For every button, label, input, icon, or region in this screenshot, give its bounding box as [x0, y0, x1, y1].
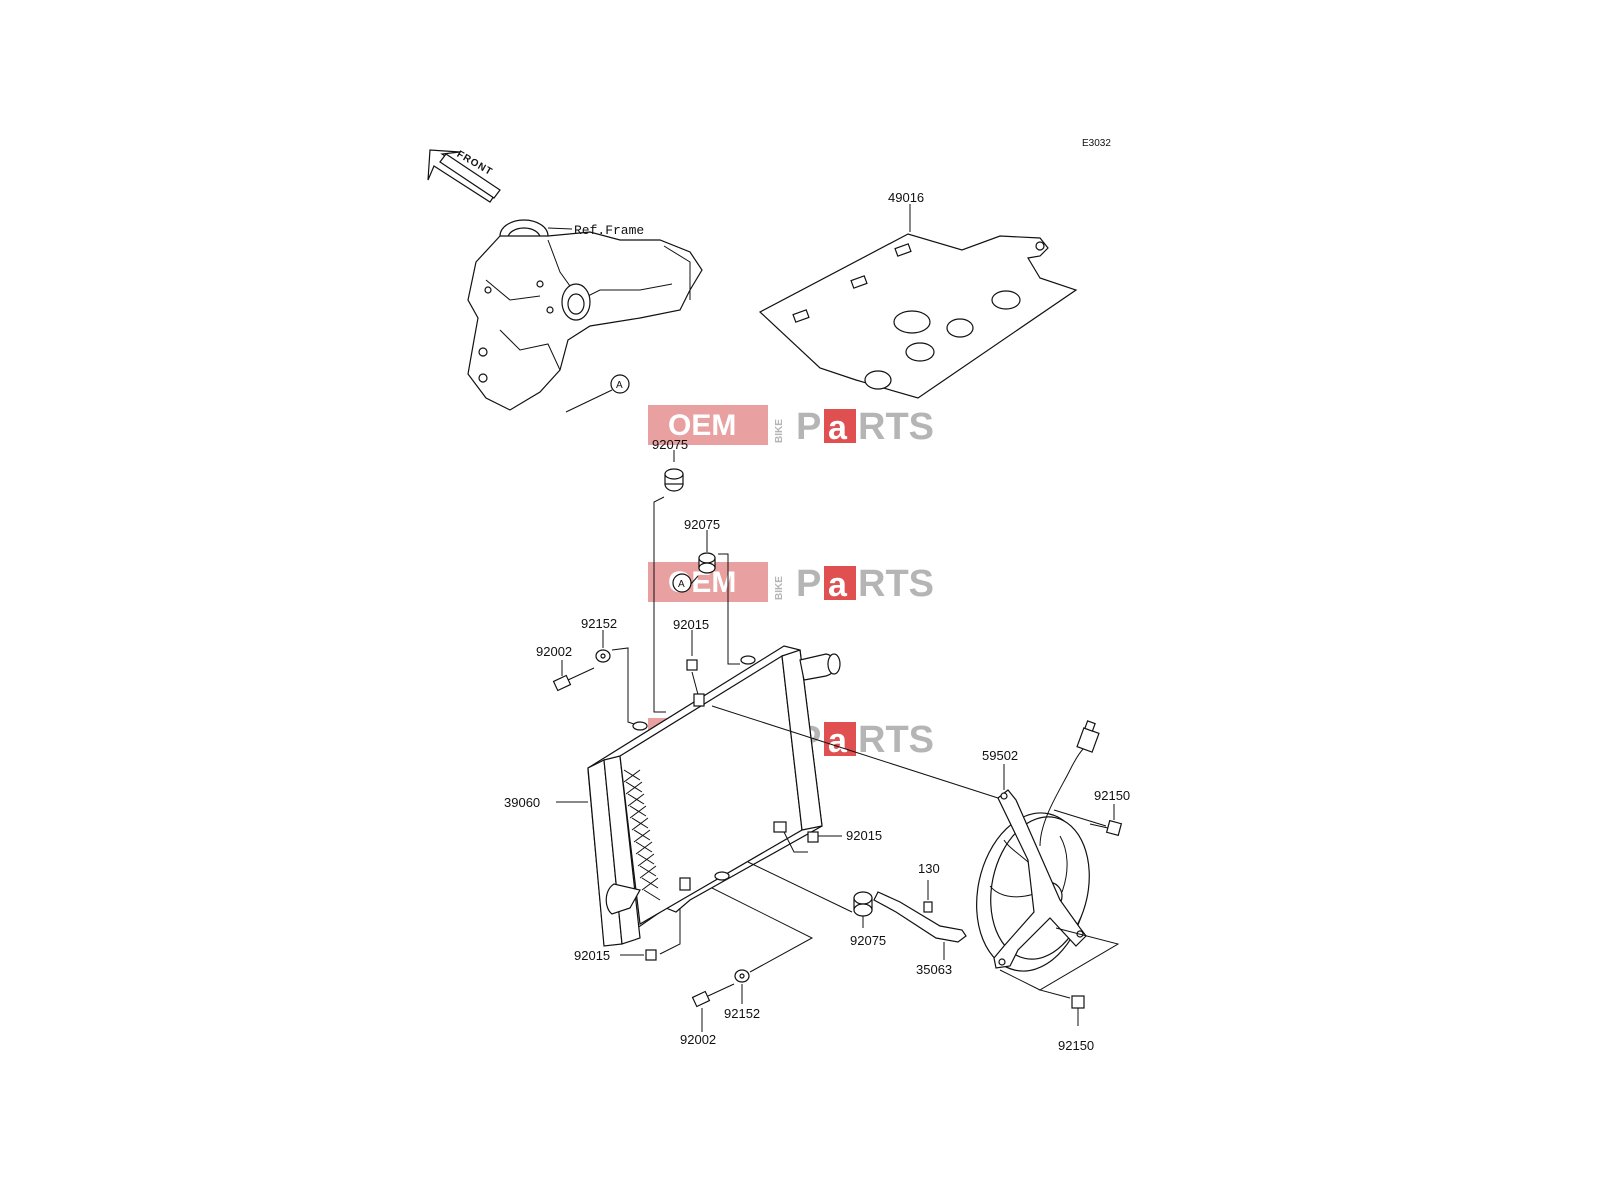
watermark-rts: RTS	[858, 719, 934, 761]
part-number-130: 130	[918, 861, 940, 876]
marker-a-top: A	[616, 380, 623, 391]
part-number-92075-top: 92075	[652, 437, 688, 452]
bolt-92150-bottom	[999, 927, 1120, 1026]
watermark-rts: RTS	[858, 563, 934, 605]
watermark-a: a	[828, 409, 848, 447]
clip-92015-right	[783, 831, 842, 853]
marker-a-circle-top	[610, 374, 630, 394]
watermark-2: OEM BIKE P a RTS	[648, 562, 934, 605]
bracket-35063	[873, 880, 967, 960]
diagram-code: E3032	[1082, 138, 1111, 149]
washer-92152-bottom	[711, 887, 814, 1004]
part-number-92152-top: 92152	[581, 616, 617, 631]
ref-frame-label: Ref.Frame	[574, 223, 644, 238]
part-number-92015-bottom: 92015	[574, 948, 610, 963]
marker-a-mid: A	[678, 579, 685, 590]
part-number-92152-bottom: 92152	[724, 1006, 760, 1021]
washer-92152-top	[595, 630, 641, 727]
grommet-92075-mid: A	[672, 530, 740, 665]
part-number-92075-bottom: 92075	[850, 933, 886, 948]
part-number-92015-top: 92015	[673, 617, 709, 632]
part-number-39060: 39060	[504, 795, 540, 810]
radiator-fins	[623, 769, 661, 901]
watermark-1: OEM BIKE P a RTS	[648, 405, 934, 448]
clip-92015-top	[686, 630, 701, 703]
watermark-p: P	[796, 563, 821, 605]
watermark-bike: BIKE	[774, 576, 785, 600]
watermark-bike: BIKE	[774, 419, 785, 443]
watermark-p: P	[796, 406, 821, 448]
part-number-49016: 49016	[888, 190, 924, 205]
part-number-92002-top: 92002	[536, 644, 572, 659]
part-number-35063: 35063	[916, 962, 952, 977]
bolt-92002-bottom	[691, 983, 735, 1032]
front-arrow-icon: FRONT	[427, 149, 501, 203]
radiator-39060	[556, 645, 841, 947]
clip-92015-bottom	[620, 908, 681, 961]
watermark-rts: RTS	[858, 406, 934, 448]
plate-49016	[758, 204, 1078, 399]
grommet-92075-bottom	[747, 861, 873, 928]
bolt-92150-top	[1053, 804, 1123, 837]
part-number-92150-bottom: 92150	[1058, 1038, 1094, 1053]
part-number-59502: 59502	[982, 748, 1018, 763]
frame-illustration: A	[467, 219, 703, 413]
fan-assembly-59502	[711, 705, 1100, 972]
watermark-a: a	[828, 566, 848, 604]
watermark-oem: OEM	[668, 409, 736, 442]
part-number-92150-top: 92150	[1094, 788, 1130, 803]
part-number-92075-mid: 92075	[684, 517, 720, 532]
bolt-92002-top	[552, 660, 595, 692]
watermark-a: a	[828, 722, 848, 760]
part-number-92015-right: 92015	[846, 828, 882, 843]
part-number-92002-bottom: 92002	[680, 1032, 716, 1047]
grommet-92075-top	[653, 450, 684, 713]
